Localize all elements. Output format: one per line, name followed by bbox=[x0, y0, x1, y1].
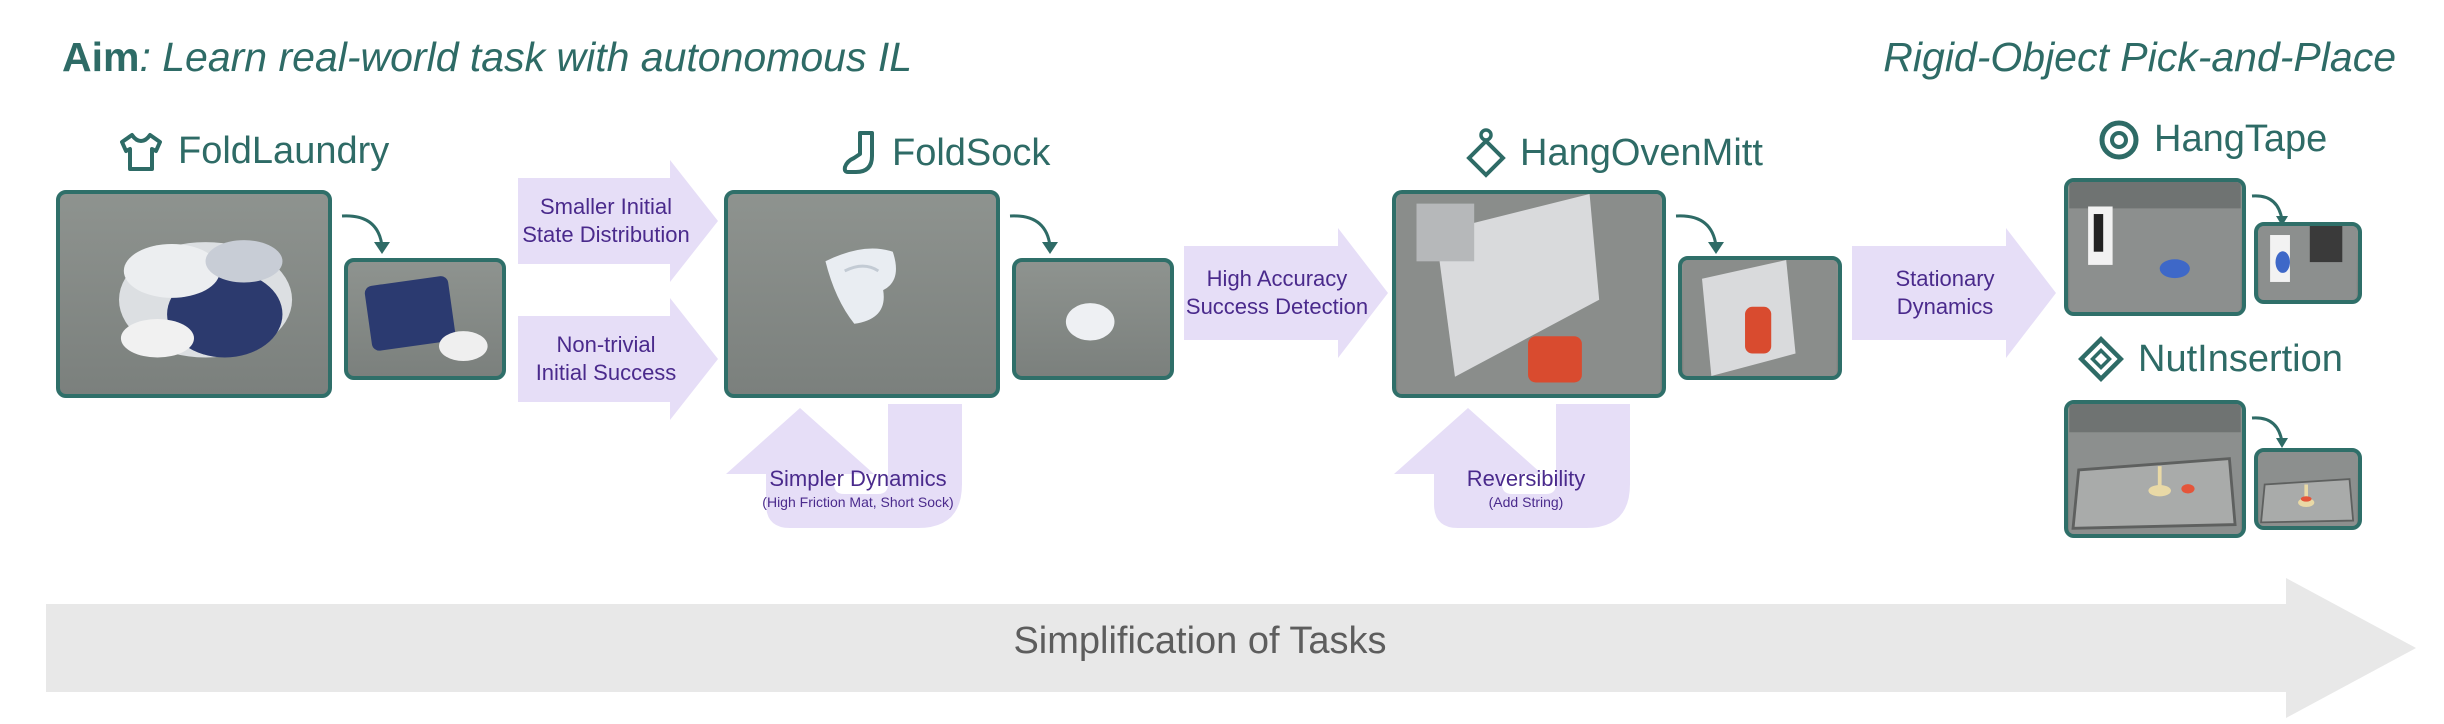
simpler-dynamics-loop bbox=[726, 404, 962, 528]
task-title-hangtape: HangTape bbox=[2098, 118, 2327, 161]
nut-inserted-image bbox=[2259, 452, 2357, 526]
nut-tray-image bbox=[2069, 404, 2241, 534]
foldlaundry-image-start bbox=[56, 190, 332, 398]
shirt-icon bbox=[118, 132, 164, 172]
rigid-object-title: Rigid-Object Pick-and-Place bbox=[1883, 34, 2396, 80]
high-accuracy-label: High Accuracy Success Detection bbox=[1184, 246, 1370, 340]
simpler-dynamics-subtext: (High Friction Mat, Short Sock) bbox=[762, 494, 954, 510]
oven-mitt-icon bbox=[1466, 128, 1506, 178]
stationary-arrow bbox=[1852, 228, 2056, 358]
reversibility-label: Reversibility (Add String) bbox=[1394, 458, 1658, 518]
nontrivial-label: Non-trivial Initial Success bbox=[518, 316, 694, 402]
aim-title: Aim: Learn real-world task with autonomo… bbox=[62, 34, 912, 81]
aim-text: : Learn real-world task with autonomous … bbox=[139, 34, 913, 80]
laundry-pile-image bbox=[119, 240, 293, 358]
stationary-label: Stationary Dynamics bbox=[1852, 246, 2038, 340]
sock-icon bbox=[842, 130, 878, 176]
hangovenmitt-image-end bbox=[1678, 256, 1842, 380]
hangtape-image-end bbox=[2254, 222, 2362, 304]
task-title-foldsock: FoldSock bbox=[842, 130, 1050, 176]
simpler-dynamics-text: Simpler Dynamics bbox=[769, 466, 947, 491]
hangovenmitt-curved-arrow bbox=[1675, 214, 1724, 254]
simplification-label: Simplification of Tasks bbox=[1013, 620, 1387, 662]
smaller-initial-arrow bbox=[518, 160, 718, 282]
unfolded-sock-image bbox=[825, 248, 896, 324]
task-title-nutinsertion: NutInsertion bbox=[2078, 336, 2343, 382]
nontrivial-text: Non-trivial Initial Success bbox=[535, 332, 677, 385]
nutinsertion-curved-arrow bbox=[2251, 416, 2288, 448]
smaller-initial-text: Smaller Initial State Distribution bbox=[522, 194, 690, 247]
nutinsertion-image-end bbox=[2254, 448, 2362, 530]
reversibility-loop bbox=[1394, 404, 1630, 528]
stationary-text: Stationary Dynamics bbox=[1895, 266, 1995, 319]
nontrivial-arrow bbox=[518, 298, 718, 420]
foldsock-curved-arrow bbox=[1009, 214, 1058, 254]
high-accuracy-arrow bbox=[1184, 228, 1388, 358]
foldsock-image-end bbox=[1012, 258, 1174, 380]
smaller-initial-label: Smaller Initial State Distribution bbox=[518, 178, 694, 264]
nutinsertion-image-start bbox=[2064, 400, 2246, 538]
nutinsertion-label: NutInsertion bbox=[2138, 337, 2343, 380]
hung-tape-image bbox=[2259, 226, 2357, 300]
hangovenmitt-image-start bbox=[1392, 190, 1666, 398]
simpler-dynamics-label: Simpler Dynamics (High Friction Mat, Sho… bbox=[726, 458, 990, 518]
hangovenmitt-label: HangOvenMitt bbox=[1520, 131, 1763, 174]
folded-laundry-image bbox=[364, 276, 488, 362]
nut-icon bbox=[2078, 336, 2124, 382]
high-accuracy-text: High Accuracy Success Detection bbox=[1185, 266, 1369, 319]
task-title-hangovenmitt: HangOvenMitt bbox=[1466, 128, 1763, 178]
reversibility-subtext: (Add String) bbox=[1488, 494, 1564, 510]
folded-sock-image bbox=[1065, 303, 1115, 341]
hangtape-image-start bbox=[2064, 178, 2246, 316]
task-title-foldlaundry: FoldLaundry bbox=[118, 130, 389, 173]
hangtape-curved-arrow bbox=[2251, 194, 2288, 226]
aim-bold: Aim bbox=[62, 34, 140, 80]
foldlaundry-curved-arrow bbox=[341, 214, 390, 254]
foldlaundry-label: FoldLaundry bbox=[178, 130, 390, 172]
simplification-arrow bbox=[46, 578, 2416, 718]
hung-mitt-image bbox=[1683, 260, 1837, 376]
hangtape-label: HangTape bbox=[2154, 118, 2328, 160]
tape-icon bbox=[2098, 119, 2140, 161]
foldlaundry-image-end bbox=[344, 258, 506, 380]
reversibility-text: Reversibility bbox=[1466, 466, 1586, 491]
tape-on-table-image bbox=[2069, 182, 2241, 312]
foldsock-image-start bbox=[724, 190, 1000, 398]
foldsock-label: FoldSock bbox=[892, 131, 1051, 174]
oven-mitt-board-image bbox=[1397, 194, 1661, 394]
